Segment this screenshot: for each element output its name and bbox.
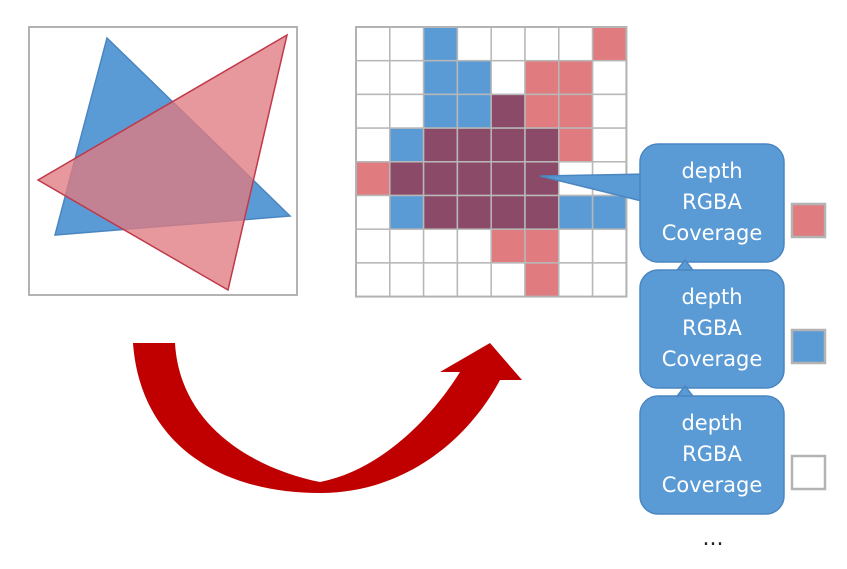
color-swatch-red [790,202,827,239]
grid-cell [456,228,492,264]
grid-cell [524,59,560,96]
grid-cell [355,93,391,129]
grid-cell [422,59,459,96]
grid-cell [558,26,594,62]
curved-arrow [133,343,522,493]
grid-cell [389,161,425,197]
grid-cell [558,93,594,129]
grid-cell [456,161,492,197]
grid-cell [355,161,391,197]
grid-cell [524,26,560,62]
grid-cell [558,59,594,96]
grid-cell [490,93,526,129]
grid-cell [591,228,628,264]
grid-cell [591,262,628,298]
fragment-field-depth: depth [681,159,742,183]
grid-cell [524,262,560,298]
grid-cell [456,262,492,298]
grid-cell [558,194,594,230]
grid-cell [524,127,560,163]
grid-cell [524,93,560,129]
pixel-grid [355,26,628,298]
triangle-panel [28,26,298,296]
grid-cell [591,93,628,129]
grid-cell [490,228,526,264]
grid-cell [422,194,459,230]
callout-seam [668,271,702,281]
fragment-field-coverage: Coverage [662,347,763,371]
grid-cell [490,26,526,62]
grid-cell [490,194,526,230]
grid-cell [355,228,391,264]
fragment-field-rgba: RGBA [682,442,742,466]
grid-cell [389,93,425,129]
grid-cell [558,262,594,298]
grid-cell [591,194,628,230]
grid-cell [591,59,628,96]
color-swatch-blue [790,328,827,365]
grid-cell [389,228,425,264]
grid-cell [490,127,526,163]
grid-cell [355,194,391,230]
grid-cell [389,127,425,163]
grid-cell [355,127,391,163]
grid-cell [389,262,425,298]
fragment-field-coverage: Coverage [662,473,763,497]
grid-cell [355,59,391,96]
grid-cell [490,161,526,197]
pixel-grid-frame [355,26,628,298]
grid-cell [524,194,560,230]
grid-cell [490,262,526,298]
callout-box [639,395,785,515]
fragment-field-rgba: RGBA [682,316,742,340]
callout-box [639,143,785,263]
grid-cell [591,26,628,62]
grid-cell [422,161,459,197]
red-triangle [36,33,289,292]
color-swatch-white [790,454,827,491]
grid-cell [558,228,594,264]
callout-seam [641,172,653,204]
grid-cell [591,127,628,163]
grid-cell [456,26,492,62]
grid-cell [456,194,492,230]
grid-cell [558,127,594,163]
callout-box [639,269,785,389]
grid-cell [355,262,391,298]
grid-cell [524,228,560,264]
grid-cell [456,127,492,163]
callout-seam [668,397,702,407]
grid-cell [389,59,425,96]
grid-cell [456,93,492,129]
grid-cell [456,59,492,96]
grid-cell [422,228,459,264]
fragment-list: depthRGBACoveragedepthRGBACoveragedepthR… [539,143,827,515]
fragment-field-depth: depth [681,285,742,309]
grid-cell [422,26,459,62]
grid-cell [490,59,526,96]
ellipsis: ... [703,526,724,551]
grid-cell [355,26,391,62]
grid-cell [422,262,459,298]
fragment-field-rgba: RGBA [682,190,742,214]
grid-cell [422,93,459,129]
fragment-field-depth: depth [681,411,742,435]
fragment-field-coverage: Coverage [662,221,763,245]
grid-cell [389,26,425,62]
grid-cell [389,194,425,230]
grid-cell [422,127,459,163]
